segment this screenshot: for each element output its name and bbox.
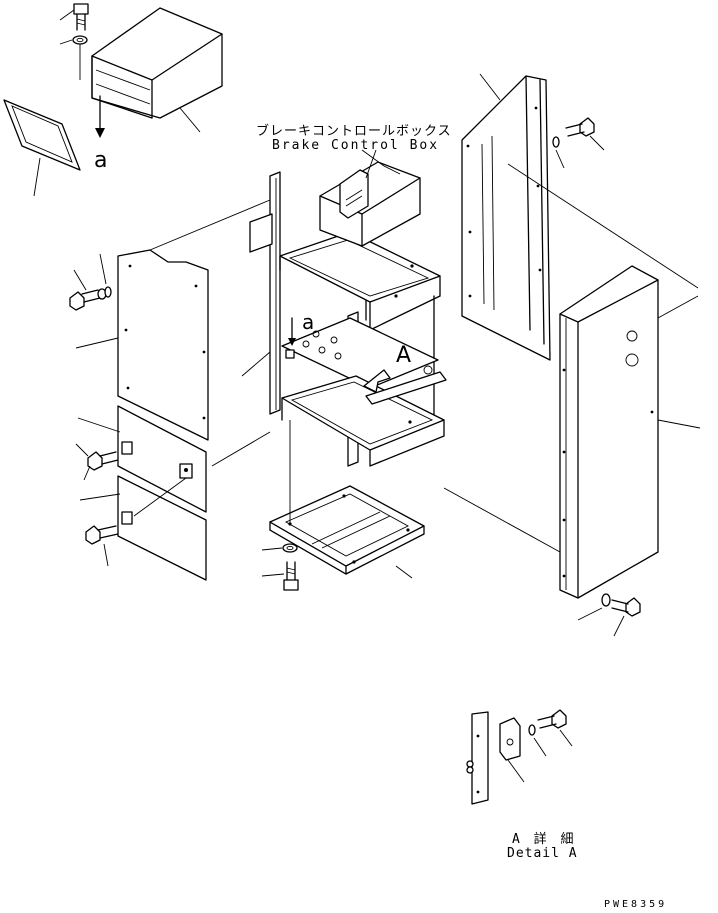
left-washer-1 <box>104 286 112 298</box>
diagram-title-english: Brake Control Box <box>272 138 440 153</box>
detail-label-english: Detail A <box>507 846 578 861</box>
drawing-code: PWE8359 <box>604 899 668 910</box>
gasket-frame <box>3 99 81 171</box>
left-lower-plate <box>117 475 207 581</box>
brake-control-box <box>319 149 421 247</box>
detail-a-drawing <box>466 709 567 805</box>
floor-plate <box>269 485 425 575</box>
bottom-bolt <box>283 561 299 591</box>
right-top-bolt <box>565 117 595 137</box>
view-mark-small-2: a <box>302 310 315 334</box>
detail-label-japanese: A 詳 細 <box>512 832 577 847</box>
left-bolt-3 <box>85 525 119 545</box>
left-upper-panel <box>117 249 209 441</box>
top-washer <box>72 35 88 45</box>
left-bolt-1 <box>69 288 107 311</box>
right-bottom-bolt <box>611 597 641 617</box>
arrow-to-view-a <box>288 317 296 346</box>
main-frame <box>249 171 447 467</box>
right-back-panel <box>461 75 551 361</box>
bottom-washer <box>282 543 298 553</box>
left-bolt-2 <box>87 451 119 471</box>
diagram-title-japanese: ブレーキコントロールボックス <box>256 124 452 139</box>
view-mark-large: A <box>396 343 412 368</box>
top-bolt <box>73 3 89 31</box>
right-top-washer <box>552 136 560 148</box>
left-middle-plate <box>117 405 207 513</box>
right-bottom-washer <box>601 593 611 607</box>
view-mark-small-1: a <box>94 148 108 173</box>
arrow-to-a <box>95 95 105 138</box>
right-side-cover <box>559 265 659 599</box>
cover-box <box>91 7 223 119</box>
